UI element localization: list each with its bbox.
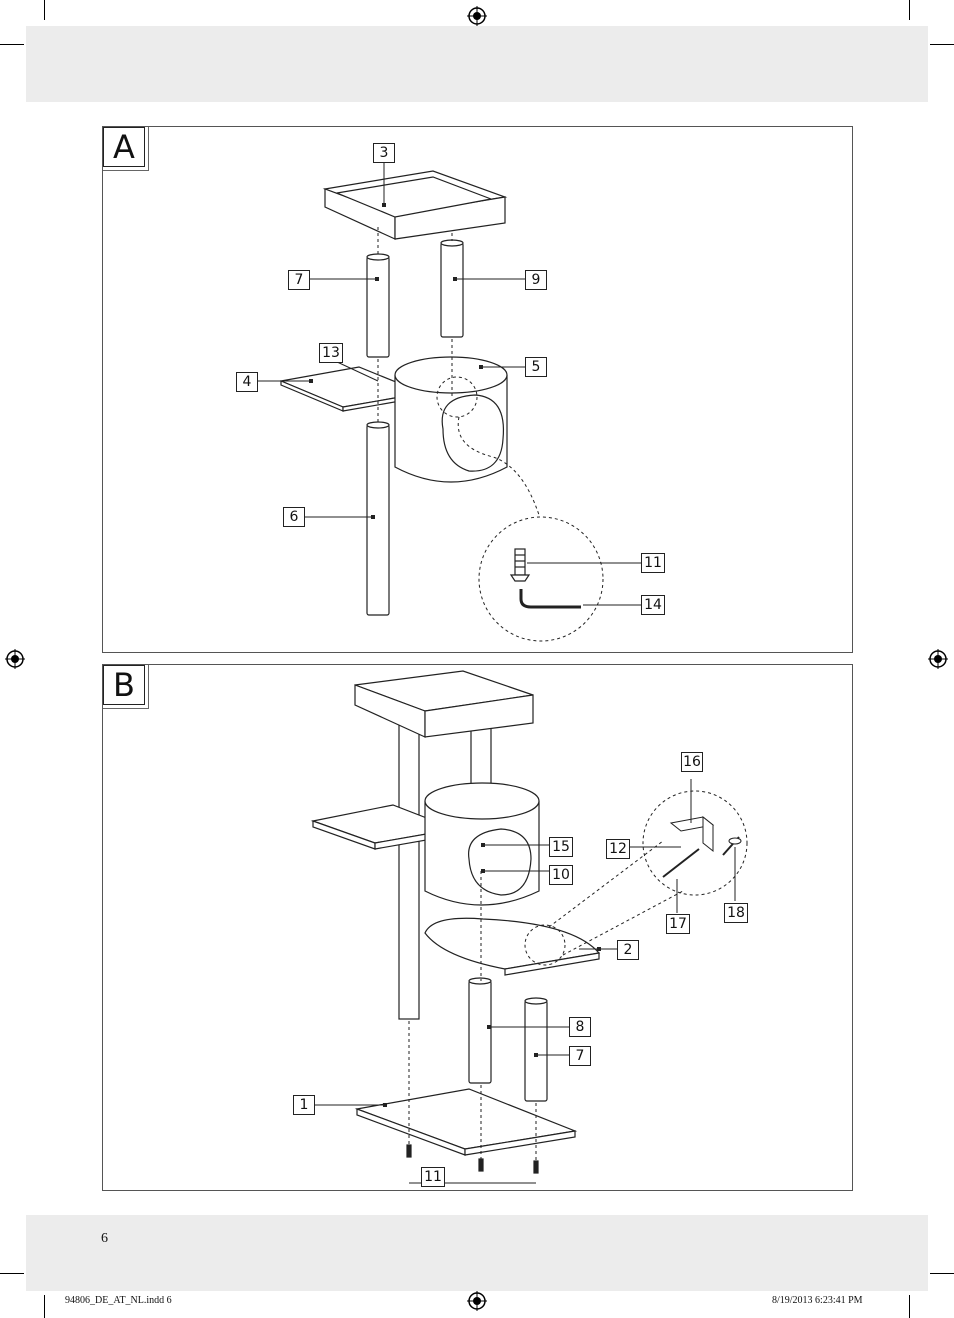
crop-mark bbox=[909, 1295, 910, 1318]
part-label: 4 bbox=[236, 372, 258, 392]
part-label: 7 bbox=[569, 1046, 591, 1066]
part-label: 13 bbox=[319, 343, 343, 363]
registration-mark-icon bbox=[467, 6, 487, 26]
header-band bbox=[26, 26, 928, 102]
part-label: 16 bbox=[681, 752, 703, 772]
assembly-drawing-b bbox=[310, 670, 748, 1184]
panel-letter-frame bbox=[103, 127, 149, 171]
footer-band bbox=[26, 1215, 928, 1291]
registration-mark-icon bbox=[467, 1291, 487, 1311]
assembly-panel-a: A bbox=[102, 126, 853, 653]
panel-letter: B bbox=[103, 665, 145, 705]
slug-timestamp: 8/19/2013 6:23:41 PM bbox=[772, 1295, 863, 1306]
crop-mark bbox=[0, 1273, 24, 1274]
slug-file: 94806_DE_AT_NL.indd 6 bbox=[65, 1295, 172, 1306]
part-label: 17 bbox=[666, 914, 690, 934]
part-label: 6 bbox=[283, 507, 305, 527]
part-label: 10 bbox=[549, 865, 573, 885]
registration-mark-icon bbox=[928, 649, 948, 669]
crop-mark bbox=[44, 1295, 45, 1318]
house-opening bbox=[441, 394, 505, 472]
assembly-drawing-a bbox=[257, 161, 641, 642]
part-label: 2 bbox=[617, 940, 639, 960]
assembly-panel-b: B bbox=[102, 664, 853, 1191]
registration-mark-icon bbox=[5, 649, 25, 669]
crop-mark bbox=[0, 44, 24, 45]
part-label: 18 bbox=[724, 903, 748, 923]
panel-letter-frame bbox=[103, 665, 149, 709]
part-label: 8 bbox=[569, 1017, 591, 1037]
crop-mark bbox=[909, 0, 910, 20]
part-label: 5 bbox=[525, 357, 547, 377]
crop-mark bbox=[44, 0, 45, 20]
crop-mark bbox=[930, 44, 954, 45]
part-label: 11 bbox=[421, 1167, 445, 1187]
part-label: 11 bbox=[641, 553, 665, 573]
part-label: 9 bbox=[525, 270, 547, 290]
part-label: 14 bbox=[641, 595, 665, 615]
panel-letter: A bbox=[103, 127, 145, 167]
part-label: 3 bbox=[373, 143, 395, 163]
part-label: 15 bbox=[549, 837, 573, 857]
part-label: 7 bbox=[288, 270, 310, 290]
part-label: 1 bbox=[293, 1095, 315, 1115]
crop-mark bbox=[930, 1273, 954, 1274]
page-number: 6 bbox=[101, 1231, 108, 1246]
part-label: 12 bbox=[606, 839, 630, 859]
